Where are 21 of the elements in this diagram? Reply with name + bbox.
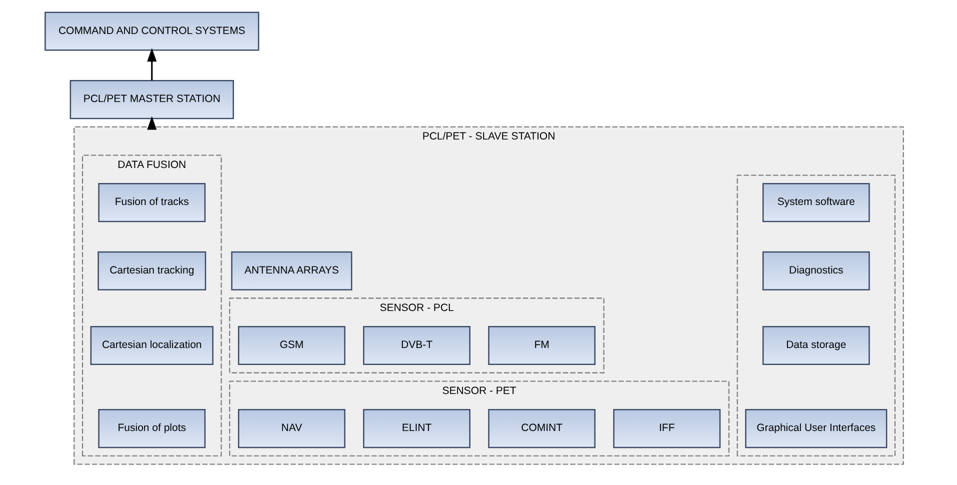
node-box: PCL/PET MASTER STATION [70, 80, 234, 120]
node-box: GSM [238, 326, 346, 366]
cluster [736, 174, 896, 456]
node-box: System software [762, 183, 870, 222]
node-box: Cartesian localization [90, 326, 214, 366]
node-box: IFF [613, 408, 721, 448]
node-box: NAV [238, 408, 346, 448]
node-box: Diagnostics [762, 251, 870, 290]
node-box: ANTENNA ARRAYS [231, 251, 352, 290]
node-box: Graphical User Interfaces [745, 408, 888, 448]
node-box: COMMAND AND CONTROL SYSTEMS [44, 12, 260, 51]
node-box: Fusion of tracks [98, 183, 206, 222]
node-box: ELINT [363, 408, 470, 448]
node-box: Cartesian tracking [98, 251, 206, 290]
node-box: DVB-T [363, 326, 470, 366]
arrow [147, 116, 157, 130]
node-box: Fusion of plots [98, 408, 206, 448]
node-box: Data storage [762, 326, 870, 366]
node-box: FM [488, 326, 596, 366]
node-box: COMINT [488, 408, 596, 448]
arrow [147, 48, 157, 80]
